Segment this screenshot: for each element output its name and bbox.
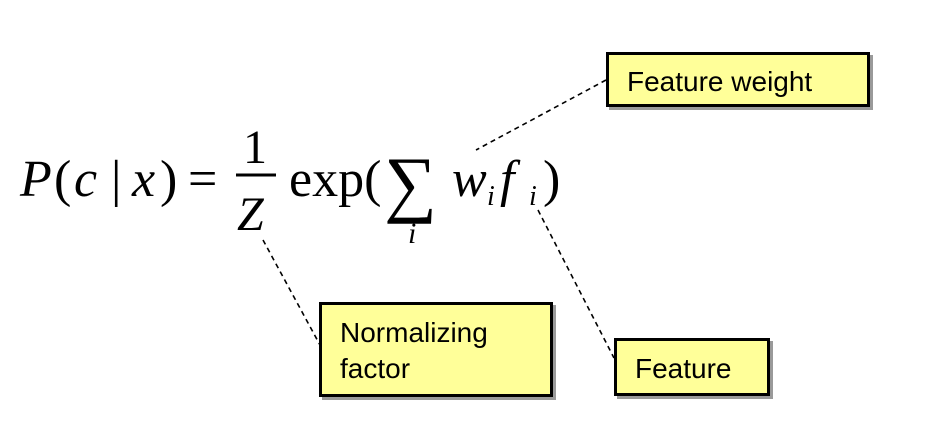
leader-lines — [262, 79, 615, 359]
callout-feature-weight-text: Feature weight — [627, 66, 813, 97]
formula: P ( c | x ) = 1 Z exp( ∑ i w i f i ) — [19, 121, 560, 250]
formula-equals: = — [188, 151, 217, 208]
formula-fraction-numerator: 1 — [243, 121, 267, 174]
formula-x: x — [131, 151, 155, 208]
leader-line-normalizing-factor — [262, 239, 321, 346]
callout-feature-text: Feature — [635, 353, 732, 384]
callout-feature-weight: Feature weight — [606, 52, 870, 107]
formula-open-paren: ( — [54, 151, 71, 208]
formula-w: w — [452, 151, 487, 208]
callout-normalizing-line-2: factor — [340, 353, 411, 384]
leader-line-feature — [537, 209, 615, 359]
formula-P: P — [19, 151, 52, 208]
formula-exp: exp( — [289, 151, 381, 208]
formula-w-subscript: i — [487, 181, 495, 212]
callout-feature: Feature — [614, 338, 770, 396]
formula-summation-sign: ∑ — [384, 143, 437, 225]
callout-normalizing-line-1: Normalizing — [340, 317, 488, 348]
formula-given-bar: | — [111, 151, 121, 208]
callout-normalizing-factor: Normalizing factor — [319, 302, 553, 397]
formula-c: c — [74, 151, 97, 208]
formula-fraction-denominator: Z — [237, 188, 265, 241]
formula-f: f — [500, 151, 521, 208]
formula-final-close-paren: ) — [543, 151, 560, 208]
formula-f-subscript: i — [529, 181, 537, 212]
formula-close-paren: ) — [160, 151, 177, 208]
formula-summation-index: i — [408, 217, 416, 250]
leader-line-feature-weight — [475, 79, 607, 151]
